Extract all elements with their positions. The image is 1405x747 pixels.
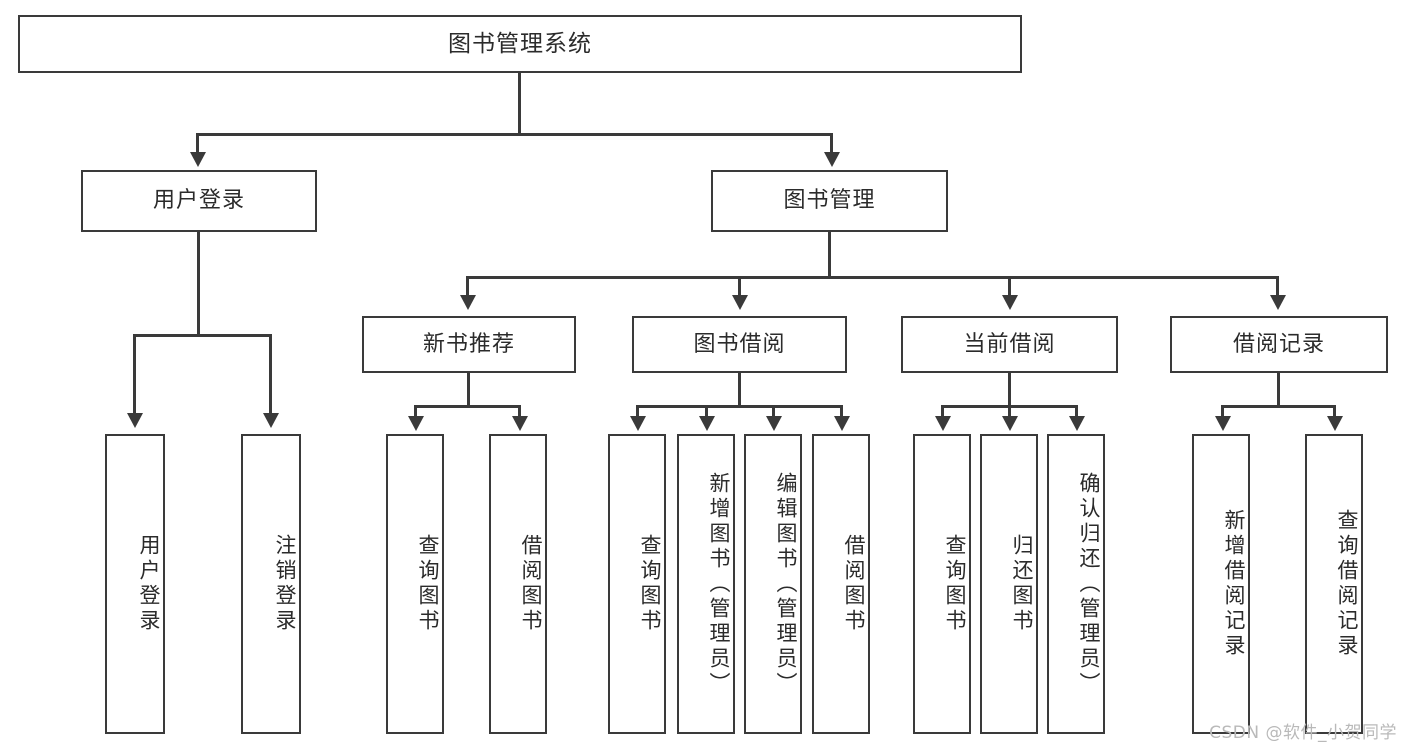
connector-borrow-record-stem bbox=[1277, 373, 1280, 407]
arrowhead-new-book-recommend bbox=[460, 295, 476, 310]
connector-book-manage-bus bbox=[466, 276, 1279, 279]
connector-new-book-drop-2 bbox=[518, 405, 521, 418]
connector-book-manage-drop-4 bbox=[1276, 276, 1279, 298]
connector-root-stem bbox=[518, 73, 521, 135]
watermark-credit: CSDN @软件_小贺同学 bbox=[1209, 723, 1397, 743]
arrowhead-leaf-query-book-1 bbox=[408, 416, 424, 431]
leaf-label: 查询借阅记录 bbox=[1335, 509, 1359, 659]
leaf-label: 注销登录 bbox=[273, 534, 297, 634]
node-book-manage[interactable]: 图书管理 bbox=[711, 170, 948, 232]
connector-book-manage-drop-1 bbox=[466, 276, 469, 298]
leaf-query-book-recommend[interactable]: 查询图书 bbox=[386, 434, 444, 734]
connector-user-login-stem bbox=[197, 232, 200, 336]
connector-book-borrow-drop-4 bbox=[840, 405, 843, 418]
connector-borrow-record-drop-2 bbox=[1333, 405, 1336, 418]
connector-book-manage-drop-3 bbox=[1008, 276, 1011, 298]
leaf-label: 新增图书（管理员） bbox=[707, 471, 731, 697]
connector-user-login-bus bbox=[133, 334, 272, 337]
leaf-label: 借阅图书 bbox=[842, 534, 866, 634]
leaf-borrow-book[interactable]: 借阅图书 bbox=[812, 434, 870, 734]
leaf-user-login[interactable]: 用户登录 bbox=[105, 434, 165, 734]
node-root-system[interactable]: 图书管理系统 bbox=[18, 15, 1022, 73]
arrowhead-leaf-add-book bbox=[699, 416, 715, 431]
leaf-query-borrow-record[interactable]: 查询借阅记录 bbox=[1305, 434, 1363, 734]
arrowhead-leaf-query-book-2 bbox=[630, 416, 646, 431]
connector-new-book-bus bbox=[414, 405, 521, 408]
leaf-label: 查询图书 bbox=[638, 534, 662, 634]
connector-book-borrow-stem bbox=[738, 373, 741, 407]
connector-current-borrow-drop-3 bbox=[1075, 405, 1078, 418]
connector-book-manage-drop-2 bbox=[738, 276, 741, 298]
arrowhead-current-borrow bbox=[1002, 295, 1018, 310]
leaf-borrow-book-recommend[interactable]: 借阅图书 bbox=[489, 434, 547, 734]
connector-user-login-drop-1 bbox=[133, 334, 136, 416]
arrowhead-book-manage bbox=[824, 152, 840, 167]
leaf-query-book-current[interactable]: 查询图书 bbox=[913, 434, 971, 734]
leaf-label: 查询图书 bbox=[943, 534, 967, 634]
connector-new-book-drop-1 bbox=[414, 405, 417, 418]
node-user-login[interactable]: 用户登录 bbox=[81, 170, 317, 232]
connector-root-to-user-login bbox=[196, 133, 199, 155]
leaf-query-book-borrow[interactable]: 查询图书 bbox=[608, 434, 666, 734]
leaf-label: 确认归还（管理员） bbox=[1077, 471, 1101, 697]
arrowhead-book-borrow bbox=[732, 295, 748, 310]
arrowhead-leaf-confirm-return bbox=[1069, 416, 1085, 431]
arrowhead-leaf-edit-book bbox=[766, 416, 782, 431]
connector-current-borrow-stem bbox=[1008, 373, 1011, 407]
connector-borrow-record-bus bbox=[1221, 405, 1336, 408]
connector-book-borrow-drop-1 bbox=[636, 405, 639, 418]
arrowhead-leaf-logout bbox=[263, 413, 279, 428]
leaf-add-book[interactable]: 新增图书（管理员） bbox=[677, 434, 735, 734]
node-book-borrow[interactable]: 图书借阅 bbox=[632, 316, 847, 373]
connector-borrow-record-drop-1 bbox=[1221, 405, 1224, 418]
connector-root-bus bbox=[196, 133, 833, 136]
node-new-book-recommend[interactable]: 新书推荐 bbox=[362, 316, 576, 373]
arrowhead-leaf-query-book-3 bbox=[935, 416, 951, 431]
leaf-label: 归还图书 bbox=[1010, 534, 1034, 634]
arrowhead-leaf-query-record bbox=[1327, 416, 1343, 431]
arrowhead-user-login bbox=[190, 152, 206, 167]
leaf-return-book[interactable]: 归还图书 bbox=[980, 434, 1038, 734]
arrowhead-leaf-return-book bbox=[1002, 416, 1018, 431]
arrowhead-leaf-add-record bbox=[1215, 416, 1231, 431]
arrowhead-leaf-borrow-book-1 bbox=[512, 416, 528, 431]
connector-current-borrow-drop-1 bbox=[941, 405, 944, 418]
connector-book-borrow-bus bbox=[636, 405, 843, 408]
connector-user-login-drop-2 bbox=[269, 334, 272, 416]
connector-root-to-book-manage bbox=[830, 133, 833, 155]
leaf-label: 查询图书 bbox=[416, 534, 440, 634]
arrowhead-borrow-record bbox=[1270, 295, 1286, 310]
arrowhead-leaf-borrow-book-2 bbox=[834, 416, 850, 431]
connector-book-borrow-drop-3 bbox=[772, 405, 775, 418]
leaf-confirm-return[interactable]: 确认归还（管理员） bbox=[1047, 434, 1105, 734]
node-current-borrow[interactable]: 当前借阅 bbox=[901, 316, 1118, 373]
leaf-label: 借阅图书 bbox=[519, 534, 543, 634]
node-borrow-record[interactable]: 借阅记录 bbox=[1170, 316, 1388, 373]
connector-current-borrow-drop-2 bbox=[1008, 405, 1011, 418]
leaf-label: 新增借阅记录 bbox=[1222, 509, 1246, 659]
leaf-add-borrow-record[interactable]: 新增借阅记录 bbox=[1192, 434, 1250, 734]
arrowhead-leaf-user-login bbox=[127, 413, 143, 428]
leaf-label: 编辑图书（管理员） bbox=[774, 471, 798, 697]
connector-book-manage-stem bbox=[828, 232, 831, 278]
leaf-label: 用户登录 bbox=[137, 534, 161, 634]
leaf-edit-book[interactable]: 编辑图书（管理员） bbox=[744, 434, 802, 734]
connector-new-book-stem bbox=[467, 373, 470, 407]
leaf-logout[interactable]: 注销登录 bbox=[241, 434, 301, 734]
connector-book-borrow-drop-2 bbox=[705, 405, 708, 418]
